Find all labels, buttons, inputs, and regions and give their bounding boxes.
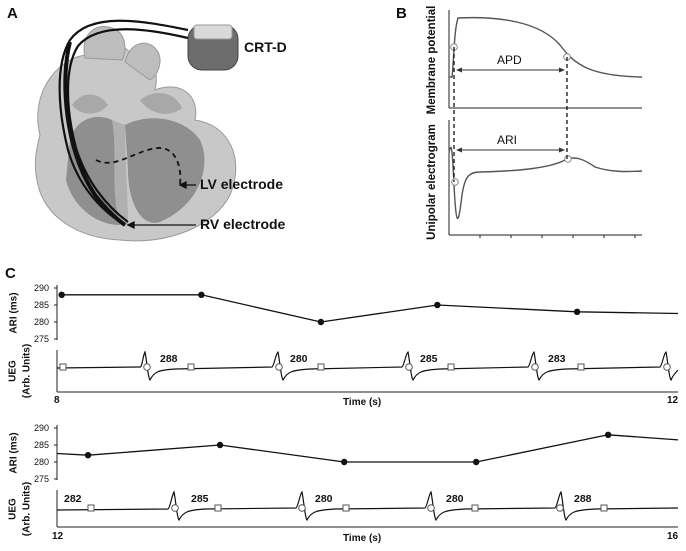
bottom-ytick-280: 280 <box>34 457 50 467</box>
ari-data-point <box>198 291 205 298</box>
bottom-xlabel: Time (s) <box>343 533 382 544</box>
top-x-end: 12 <box>667 395 679 406</box>
ari-line-bottom <box>56 431 679 466</box>
bottom-beat-label-4: 280 <box>446 493 464 505</box>
membrane-potential-label: Membrane potential <box>426 5 438 115</box>
bottom-ytick-285: 285 <box>34 440 50 450</box>
panel-b <box>448 10 643 238</box>
ari-line-top <box>58 291 679 326</box>
ari-data-point <box>604 431 612 438</box>
bottom-ytick-290: 290 <box>34 423 50 433</box>
lv-electrode-label: LV electrode <box>200 176 283 192</box>
membrane-potential-trace <box>449 16 643 78</box>
ari-data-point <box>216 441 224 449</box>
panel-b-letter: B <box>396 5 407 22</box>
panel-c-top-axes <box>54 285 678 393</box>
ueg-trace-bottom <box>56 490 679 522</box>
top-ari-axis-label: ARI (ms) <box>8 292 20 334</box>
ari-data-point <box>341 458 348 466</box>
top-ueg-axis-label-2: (Arb. Units) <box>21 343 33 399</box>
ari-data-point <box>573 308 581 315</box>
bottom-ueg-axis-label-2: (Arb. Units) <box>21 481 33 537</box>
ari-series-line <box>56 434 679 463</box>
top-ytick-280: 280 <box>34 317 50 327</box>
apd-label: APD <box>497 53 522 67</box>
top-ueg-axis-label-1: UEG <box>7 360 19 382</box>
bottom-beat-label-1: 282 <box>64 493 82 505</box>
heart-illustration <box>34 26 237 242</box>
bottom-beat-label-2: 285 <box>191 493 209 505</box>
panel-a-letter: A <box>7 5 18 22</box>
bottom-ari-axis-label: ARI (ms) <box>8 432 20 474</box>
top-beat-label-1: 288 <box>160 353 178 365</box>
crt-d-label: CRT-D <box>244 39 287 55</box>
ari-data-point <box>84 452 92 459</box>
top-xlabel: Time (s) <box>343 397 382 408</box>
bottom-x-end: 16 <box>667 531 679 542</box>
ari-label: ARI <box>497 133 518 147</box>
crt-d-device <box>187 24 239 71</box>
ari-data-point <box>317 318 325 326</box>
top-beat-label-2: 280 <box>290 353 308 365</box>
top-beat-label-4: 283 <box>548 353 566 365</box>
bottom-beat-label-3: 280 <box>315 493 333 505</box>
top-x-start: 8 <box>54 395 60 406</box>
panel-c-letter: C <box>5 265 16 282</box>
unipolar-electrogram-label: Unipolar electrogram <box>426 124 438 240</box>
ari-data-point <box>58 291 65 298</box>
top-ytick-285: 285 <box>34 300 50 310</box>
top-ytick-275: 275 <box>34 334 50 344</box>
top-ytick-290: 290 <box>34 283 50 293</box>
panel-a-arrows <box>126 180 196 230</box>
electrogram-trace <box>448 146 643 220</box>
bottom-ueg-axis-label-1: UEG <box>7 498 19 520</box>
top-beat-label-3: 285 <box>420 353 438 365</box>
device-leads <box>58 19 189 227</box>
ueg-markers-bottom <box>87 504 608 512</box>
rv-electrode-label: RV electrode <box>200 216 286 232</box>
ari-data-point <box>472 458 480 466</box>
ari-data-point <box>434 301 441 309</box>
ari-series-line <box>61 294 679 323</box>
bottom-x-start: 12 <box>52 531 64 542</box>
panel-c-bottom-axes <box>54 425 678 528</box>
bottom-ytick-275: 275 <box>34 474 50 484</box>
ueg-markers-top <box>59 363 671 371</box>
bottom-beat-label-5: 288 <box>574 493 592 505</box>
